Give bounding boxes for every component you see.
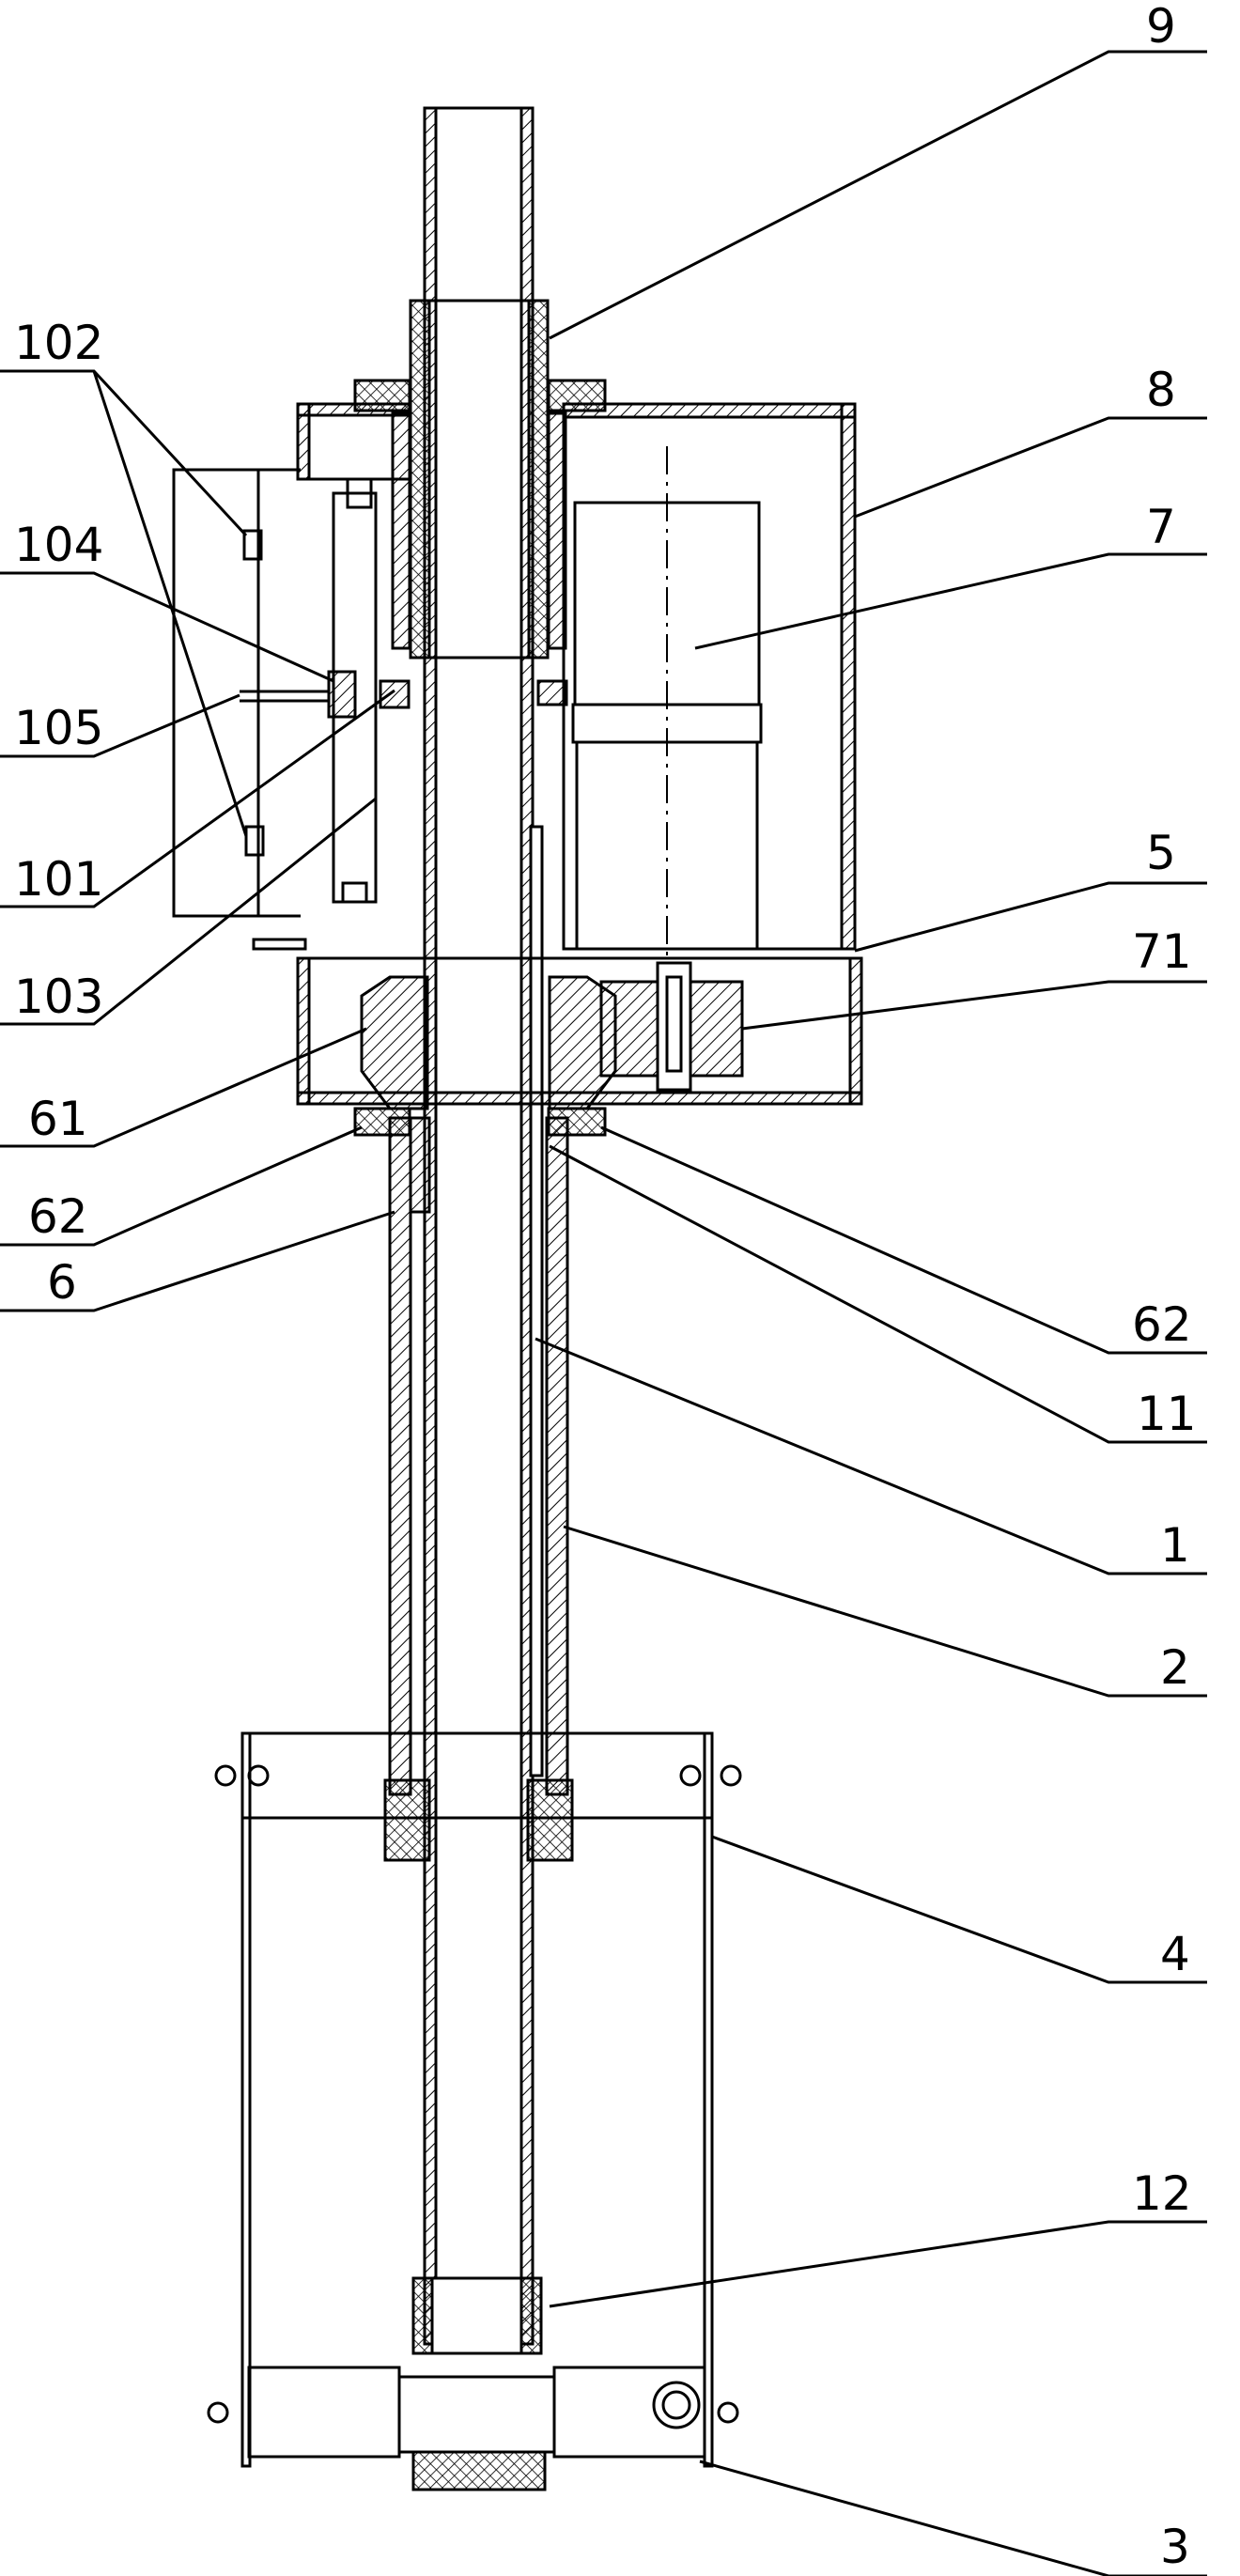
- label-7: 7: [1146, 500, 1176, 554]
- motor: [536, 446, 763, 1080]
- control-box: [172, 468, 411, 951]
- label-105: 105: [14, 701, 103, 755]
- label-3: 3: [1160, 2520, 1190, 2574]
- lower-frame: [214, 1731, 742, 2468]
- label-62-left: 62: [28, 1189, 88, 1244]
- part-labels: 9 8 7 102 104 105 101 103 5 71 61 62 6 6…: [14, 0, 1197, 2574]
- label-1: 1: [1160, 1518, 1190, 1573]
- label-5: 5: [1146, 826, 1176, 880]
- outer-tube: [388, 825, 569, 1796]
- label-12: 12: [1132, 2166, 1192, 2221]
- inner-tube: [423, 106, 535, 2346]
- label-11: 11: [1137, 1387, 1197, 1441]
- label-8: 8: [1146, 363, 1176, 417]
- label-2: 2: [1160, 1640, 1190, 1695]
- gear-box: [296, 956, 863, 1214]
- bottom-assembly: [207, 2276, 739, 2491]
- label-61: 61: [28, 1092, 88, 1146]
- motor-housing: [562, 402, 857, 951]
- label-62-right: 62: [1132, 1297, 1192, 1352]
- label-71: 71: [1132, 924, 1192, 979]
- label-103: 103: [14, 970, 103, 1024]
- label-6: 6: [47, 1255, 77, 1310]
- label-4: 4: [1160, 1927, 1190, 1981]
- label-104: 104: [14, 518, 103, 572]
- label-9: 9: [1146, 0, 1176, 54]
- label-102: 102: [14, 316, 103, 370]
- leader-lines: [0, 50, 1207, 2576]
- label-101: 101: [14, 852, 103, 907]
